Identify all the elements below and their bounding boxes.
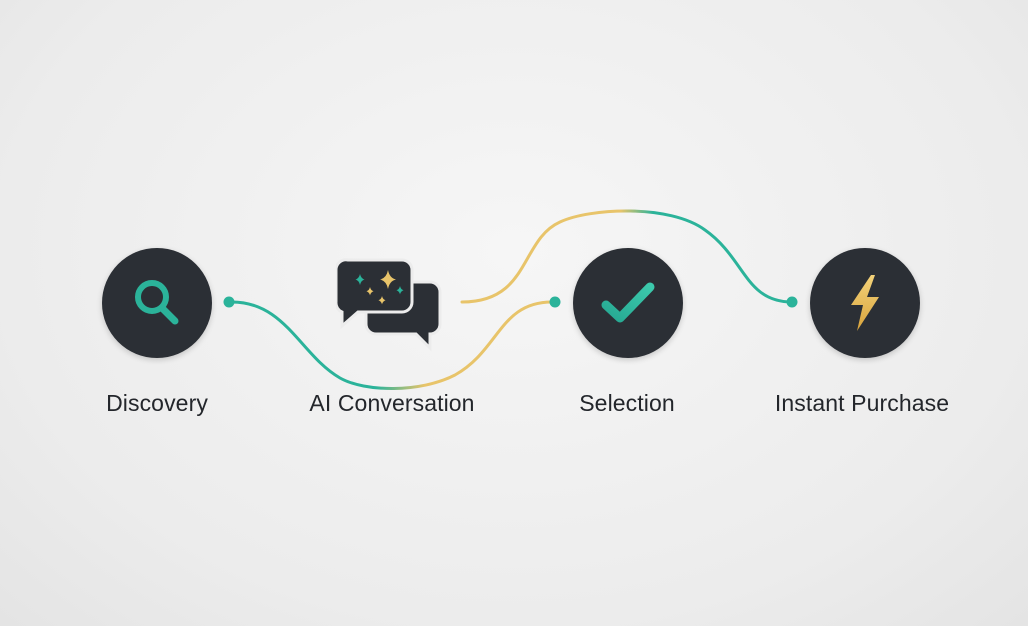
connector-dot-discovery: [223, 296, 235, 308]
selection-node: [573, 248, 683, 358]
discovery-node: [102, 248, 212, 358]
label-selection: Selection: [579, 390, 675, 416]
search-icon: [135, 280, 179, 325]
label-ai-conversation: AI Conversation: [309, 390, 475, 416]
lightning-icon: [851, 275, 879, 331]
connector-dot-selection: [549, 296, 561, 308]
connector-conversation-to-purchase: [460, 209, 794, 304]
instant-purchase-node: [810, 248, 920, 358]
label-instant-purchase: Instant Purchase: [774, 390, 950, 416]
connector-dot-purchase: [786, 296, 798, 308]
chat-sparkle-icon: [336, 258, 442, 352]
checkmark-icon: [601, 282, 655, 323]
connector-discovery-to-selection: [227, 300, 557, 390]
label-discovery: Discovery: [106, 390, 208, 416]
